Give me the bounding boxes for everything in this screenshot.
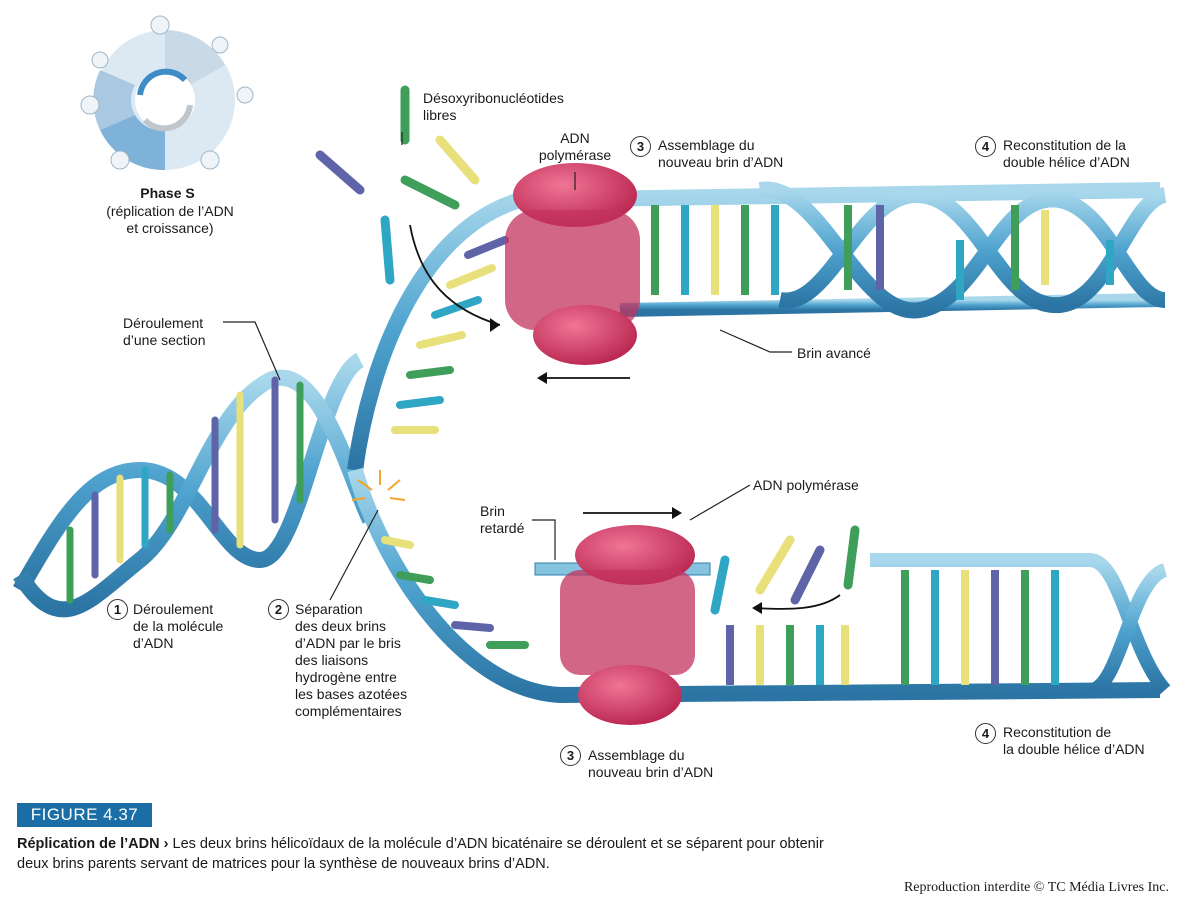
parent-double-helix	[13, 352, 378, 618]
caption-title: Réplication de l’ADN	[17, 836, 160, 852]
step1-badge: 1	[107, 599, 128, 620]
free-nucleotides	[315, 85, 860, 615]
arrow-heads	[490, 318, 762, 614]
step3-top-badge: 3	[630, 136, 651, 157]
step2-badge: 2	[268, 599, 289, 620]
copyright-notice: Reproduction interdite © TC Média Livres…	[903, 880, 1169, 895]
leading-strand-label: Brin avancé	[797, 345, 871, 361]
leader-lines	[223, 132, 792, 601]
upper-template-strand	[347, 182, 1161, 472]
phase-s-title: Phase S	[140, 185, 195, 201]
caption-arrow: ›	[163, 836, 169, 852]
dna-polymerase-bottom	[560, 525, 695, 725]
cell-cycle-wheel	[80, 15, 254, 171]
polymerase-bottom-label: ADN polymérase	[753, 477, 859, 493]
reformed-helix-top	[758, 181, 1168, 319]
step4-top-badge: 4	[975, 136, 996, 157]
figure-caption: Réplication de l’ADN › Les deux brins hé…	[17, 834, 847, 874]
dna-polymerase-top	[505, 163, 640, 365]
hydrogen-bond-break-spark	[351, 470, 406, 501]
figure-number-badge: FIGURE 4.37	[17, 803, 152, 827]
step4-bottom-badge: 4	[975, 723, 996, 744]
caption-text: Les deux brins hélicoïdaux de la molécul…	[17, 836, 824, 872]
direction-arrows	[409, 224, 841, 610]
step3-bottom-badge: 3	[560, 745, 581, 766]
